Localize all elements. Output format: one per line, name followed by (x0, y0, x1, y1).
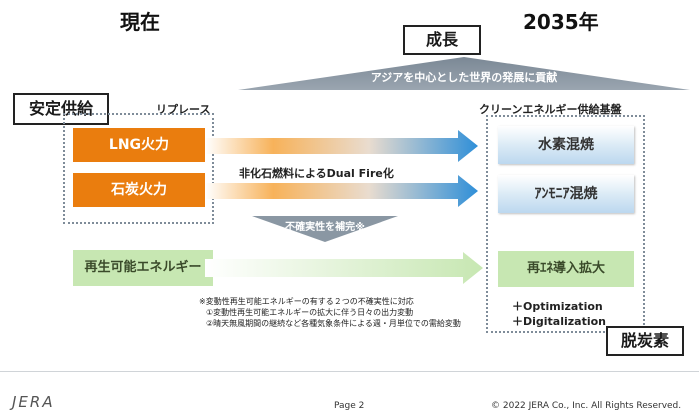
jera-logo: JERA (12, 393, 55, 411)
replace-label: リプレース (156, 103, 211, 116)
coal-thermal: 石炭火力 (73, 173, 205, 207)
decarbonization-label: 脱炭素 (606, 326, 684, 356)
renewable-arrow (205, 252, 483, 284)
renewable-energy: 再生可能エネルギー (73, 250, 213, 286)
lng-arrow (205, 130, 478, 162)
footnote-line-2: ①変動性再生可能エネルギーの拡大に伴う日々の出力変動 (206, 308, 414, 317)
stable-supply-label: 安定供給 (13, 93, 109, 125)
footnote-line-3: ②晴天無風期間の継続など各種気象条件による週・月単位での需給変動 (206, 319, 461, 328)
lng-thermal: LNG火力 (73, 128, 205, 162)
page-number: Page 2 (334, 401, 365, 411)
heading-2035: 2035年 (523, 10, 599, 34)
complement-label: 不確実性を補完※ (285, 222, 365, 233)
footnote-line-1: ※変動性再生可能エネルギーの有する２つの不確実性に対応 (199, 297, 414, 306)
footnote: ※変動性再生可能エネルギーの有する２つの不確実性に対応 ①変動性再生可能エネルギ… (199, 296, 461, 329)
copyright: © 2022 JERA Co., Inc. All Rights Reserve… (491, 401, 682, 411)
future-platform-group (486, 115, 645, 333)
ammonia-cofiring: ｱﾝﾓﾆｱ混焼 (498, 175, 634, 213)
dual-fire-label: 非化石燃料によるDual Fire化 (239, 167, 394, 180)
growth-banner-text: アジアを中心とした世界の発展に貢献 (370, 71, 558, 84)
growth-label: 成長 (403, 25, 481, 55)
optimization-label: ＋Optimization (512, 300, 603, 313)
current-plants-group (63, 113, 214, 224)
coal-arrow (205, 175, 478, 207)
clean-energy-label: クリーンエネルギー供給基盤 (479, 103, 622, 116)
complement-triangle (252, 216, 398, 242)
renewable-expansion: 再ｴﾈ導入拡大 (498, 251, 634, 287)
transition-arrows (205, 130, 478, 207)
hydrogen-cofiring: 水素混焼 (498, 126, 634, 164)
growth-banner-shape (238, 57, 690, 90)
digitalization-label: ＋Digitalization (512, 315, 607, 328)
footer-divider (0, 371, 699, 372)
heading-now: 現在 (120, 10, 160, 34)
